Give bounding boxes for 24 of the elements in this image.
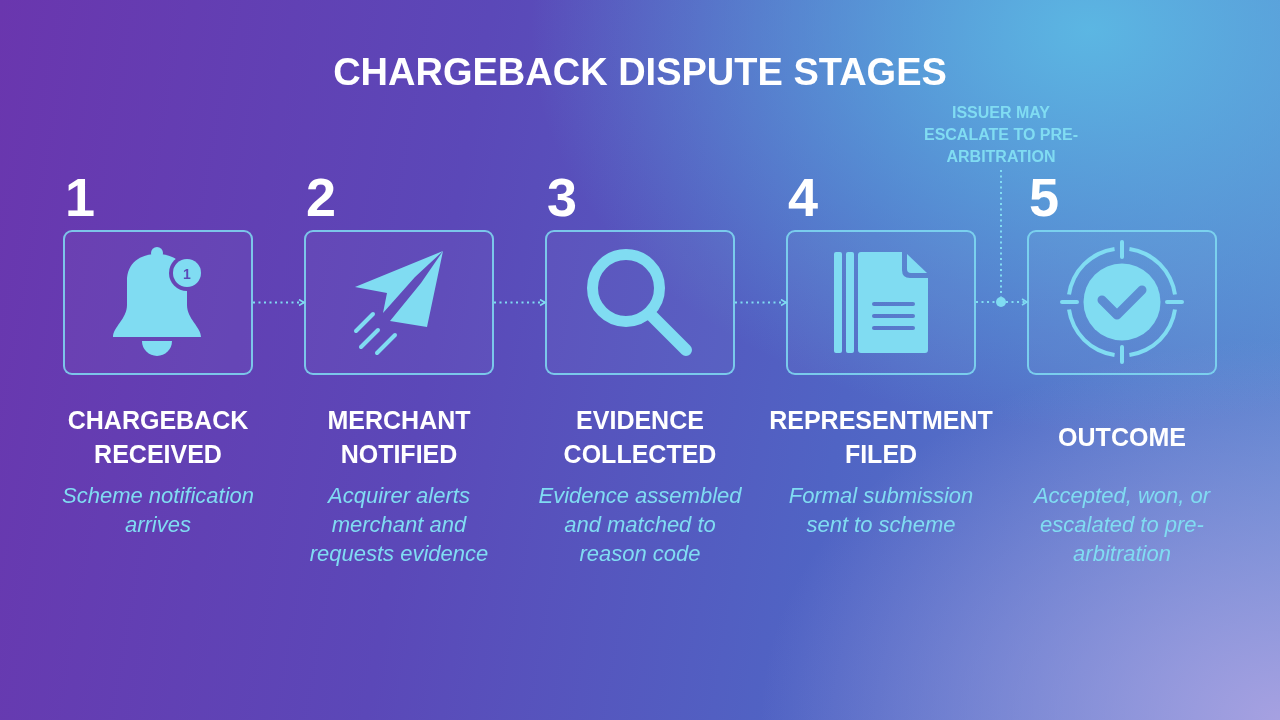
stage-title: OUTCOME	[1058, 422, 1186, 453]
stage-title: MERCHANT NOTIFIED	[326, 405, 472, 470]
stage-title: EVIDENCE COLLECTED	[562, 405, 718, 470]
stage-description: Acquirer alerts merchant and requests evidence	[308, 482, 490, 568]
stage-description: Accepted, won, or escalated to pre-arbitration	[1032, 482, 1212, 568]
annotation-note: ISSUER MAY ESCALATE TO PRE-ARBITRATION	[913, 102, 1089, 168]
badge-count: 1	[183, 265, 191, 282]
junction-dot	[996, 297, 1006, 307]
stage-title: CHARGEBACK RECEIVED	[66, 405, 250, 470]
stage-title: REPRESENTMENT FILED	[768, 405, 994, 470]
stage-description: Formal submission sent to scheme	[787, 482, 975, 539]
stage-description: Evidence assembled and matched to reason code	[537, 482, 743, 568]
dotted-arrow	[252, 298, 305, 307]
step-number: 5	[1029, 170, 1060, 224]
dotted-arrow	[1005, 298, 1028, 306]
dotted-arrow	[493, 298, 546, 307]
step-number: 4	[788, 170, 819, 224]
step-number: 2	[306, 170, 337, 224]
step-number: 3	[547, 170, 578, 224]
dotted-arrow	[734, 298, 787, 307]
step-number: 1	[65, 170, 96, 224]
dotted-line	[975, 301, 997, 303]
stage-description: Scheme notification arrives	[61, 482, 255, 539]
diagram-title: CHARGEBACK DISPUTE STAGES	[333, 50, 947, 94]
